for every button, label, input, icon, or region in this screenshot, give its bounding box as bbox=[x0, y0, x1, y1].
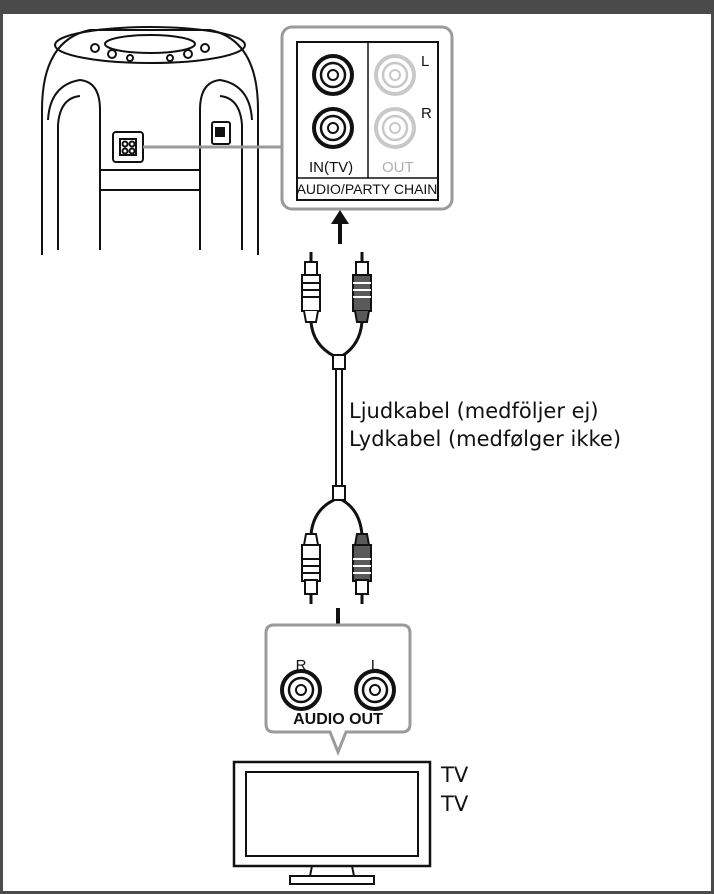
tv-channel-l-label: L bbox=[371, 657, 379, 674]
speaker-connector-panel: L R IN(TV) OUT AUDIO/PARTY CHAIN bbox=[280, 25, 454, 211]
arrow-up-icon bbox=[331, 210, 349, 244]
tv-audio-out-panel: R L AUDIO OUT bbox=[264, 623, 412, 757]
jack-out-l bbox=[374, 54, 416, 96]
tv-channel-r-label: R bbox=[296, 657, 307, 674]
bottom-plug-red bbox=[352, 533, 372, 604]
audio-cable bbox=[301, 252, 372, 604]
tv-illustration bbox=[232, 760, 432, 885]
cable-label-no: Lydkabel (medfølger ikke) bbox=[349, 427, 621, 451]
tv-label-sv: TV bbox=[440, 763, 469, 787]
top-plug-red bbox=[352, 252, 372, 323]
tv-jack-r bbox=[280, 669, 322, 711]
jack-in-l bbox=[312, 54, 354, 96]
tv-panel-label: AUDIO OUT bbox=[293, 711, 383, 728]
cable-label-sv: Ljudkabel (medföljer ej) bbox=[349, 399, 599, 423]
tv-jack-l bbox=[354, 669, 396, 711]
channel-r-label: R bbox=[421, 105, 432, 122]
tv-label-no: TV bbox=[440, 792, 469, 816]
channel-l-label: L bbox=[421, 53, 429, 70]
bottom-plug-white bbox=[301, 533, 321, 604]
top-bar bbox=[0, 0, 714, 14]
jack-in-label: IN(TV) bbox=[309, 159, 353, 176]
jack-in-r bbox=[312, 107, 354, 149]
speaker-illustration bbox=[41, 26, 259, 255]
top-plug-white bbox=[301, 252, 321, 323]
jack-out-r bbox=[374, 107, 416, 149]
jack-out-label: OUT bbox=[382, 159, 414, 176]
panel-label: AUDIO/PARTY CHAIN bbox=[297, 181, 438, 197]
